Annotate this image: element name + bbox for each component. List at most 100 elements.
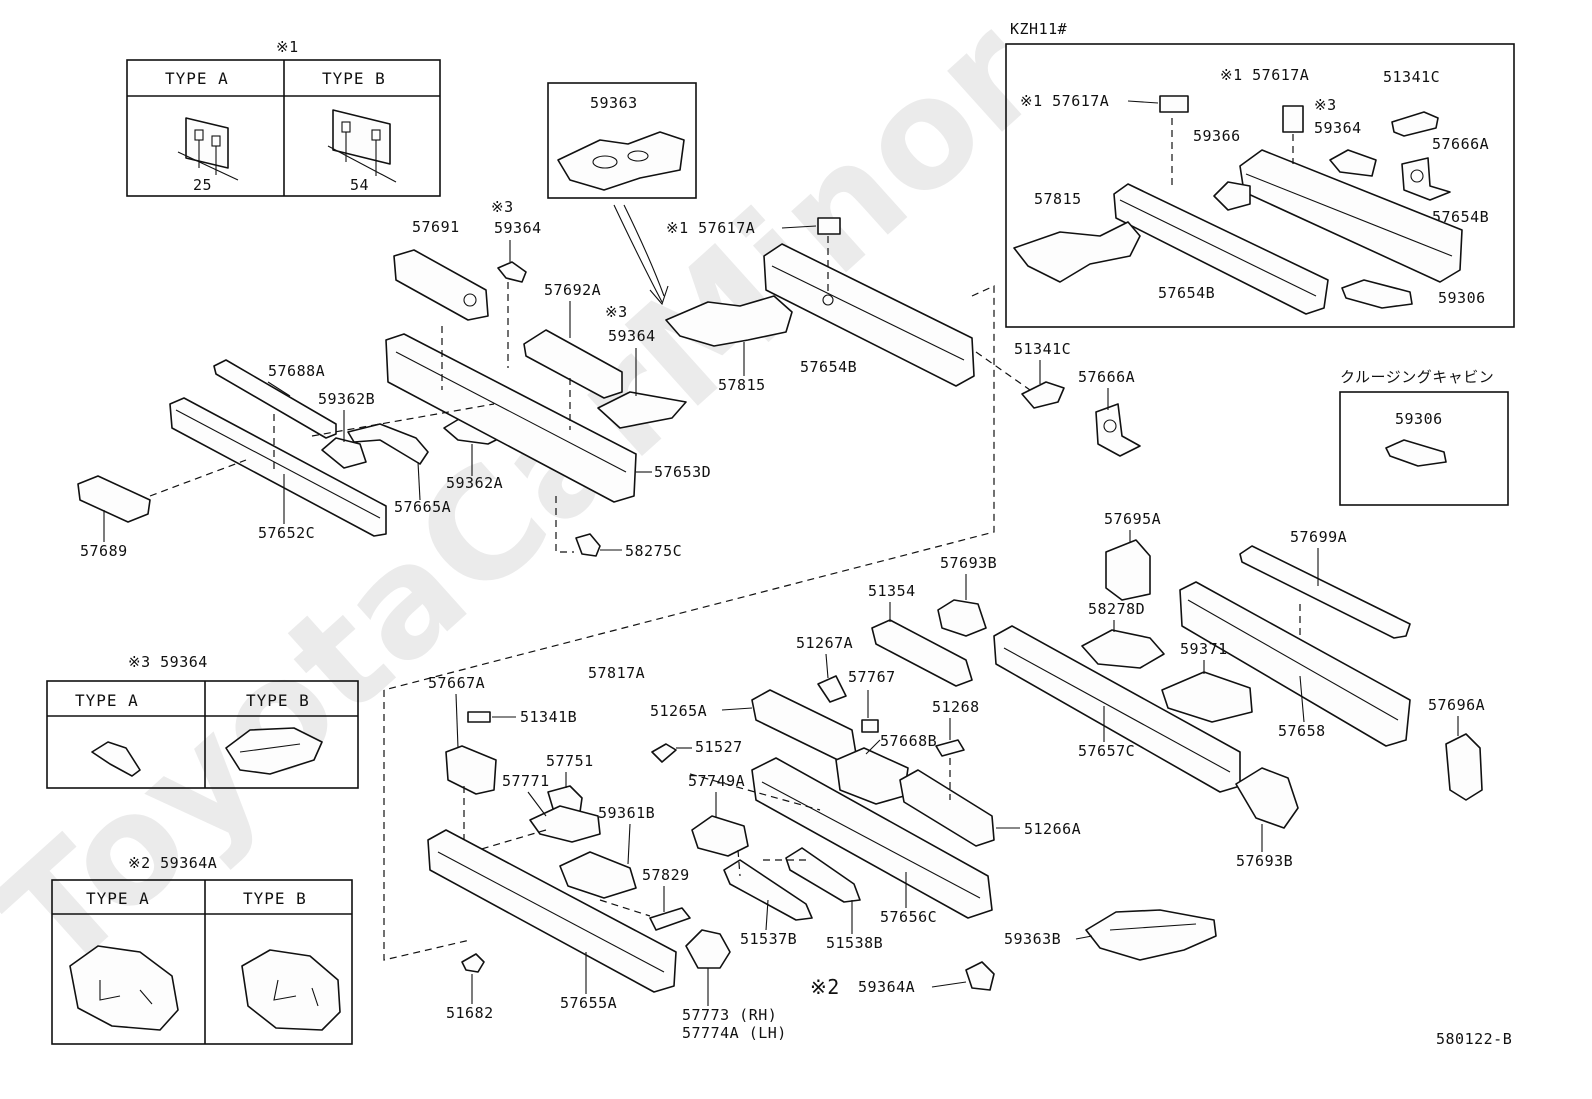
dim-b-label: 54 — [350, 176, 369, 194]
label-57691: 57691 — [412, 218, 460, 236]
label-51341c: 51341C — [1014, 340, 1071, 358]
label-57695a: 57695A — [1104, 510, 1161, 528]
label-57815: 57815 — [718, 376, 766, 394]
type-table-1: ※1 TYPE A TYPE B 25 54 — [126, 38, 441, 197]
rail-57699a-icon — [1239, 545, 1411, 639]
plate-57771-icon — [529, 805, 601, 843]
label-51266a: 51266A — [1024, 820, 1081, 838]
vb-label-57815: 57815 — [1034, 190, 1082, 208]
bracket-57695a-icon — [1105, 539, 1151, 601]
diagram-id: 580122-B — [1436, 1030, 1512, 1048]
floor-plate-57815-icon — [1013, 221, 1141, 283]
vb-label-57617a-1: ※1 57617A — [1020, 92, 1109, 110]
cruising-cabin-label: 59306 — [1395, 410, 1443, 428]
tab-57767-icon — [861, 719, 879, 733]
clip-51527-icon — [651, 743, 677, 763]
bracket-59366-icon — [1213, 181, 1251, 211]
label-51682: 51682 — [446, 1004, 494, 1022]
bracket-59364-icon — [1329, 149, 1377, 177]
strip-57829-icon — [649, 907, 691, 931]
type-table-2: ※2 59364A TYPE A TYPE B — [51, 854, 353, 1045]
vb-label-mark3: ※3 — [1314, 96, 1337, 114]
floor-plate-57815-icon — [665, 295, 793, 347]
type-table-3: ※3 59364 TYPE A TYPE B — [46, 653, 359, 789]
label-51267a: 51267A — [796, 634, 853, 652]
label-57774a-lh: 57774A (LH) — [682, 1024, 787, 1042]
vb-label-57617a-2: ※1 57617A — [1220, 66, 1309, 84]
label-59371: 59371 — [1180, 640, 1228, 658]
label-51268: 51268 — [932, 698, 980, 716]
bracket-57691-icon — [393, 249, 489, 321]
upper-left-assembly — [77, 217, 1141, 961]
vb-label-51341c: 51341C — [1383, 68, 1440, 86]
member-57653d-icon — [385, 333, 637, 503]
bracket-59364a-icon — [965, 961, 995, 991]
bracket-57668b-icon — [835, 747, 909, 805]
label-51537b: 51537B — [740, 930, 797, 948]
label-57693b-lower: 57693B — [1236, 852, 1293, 870]
vb-label-59306: 59306 — [1438, 289, 1486, 307]
label-mark2: ※2 — [810, 975, 840, 999]
label-57656c: 57656C — [880, 908, 937, 926]
bracket-57667a-icon — [445, 745, 497, 795]
brace-51537b-icon — [723, 859, 813, 921]
inset-59363-label: 59363 — [590, 94, 638, 112]
type-table-3-title: ※3 59364 — [128, 653, 208, 671]
plate-58278d-icon — [1081, 629, 1165, 669]
bracket-57693b-icon — [937, 599, 987, 637]
type-table-1-title: ※1 — [276, 38, 299, 56]
label-57653d: 57653D — [654, 463, 711, 481]
bracket-59364a-type-b-icon — [241, 949, 341, 1031]
bracket-59364-type-b-icon — [225, 727, 323, 775]
variant-box-kzh11: KZH11# ※1 57617A ※1 57617A ※3 59364 5134… — [1005, 20, 1515, 328]
vb-label-57654b-right: 57654B — [1432, 208, 1489, 226]
bracket-59364a-type-a-icon — [69, 945, 179, 1031]
bracket-57696a-icon — [1445, 733, 1483, 801]
member-51265a-icon — [751, 689, 857, 761]
label-57693b-upper: 57693B — [940, 554, 997, 572]
label-59364-b: 59364 — [608, 327, 656, 345]
rocker-57655a-icon — [427, 829, 677, 993]
label-58275c: 58275C — [625, 542, 682, 560]
label-57654b: 57654B — [800, 358, 857, 376]
type-table-3-col-a: TYPE A — [75, 691, 139, 710]
label-59362b: 59362B — [318, 390, 375, 408]
tab-51268-icon — [935, 739, 965, 757]
bracket-59364-icon — [497, 261, 527, 283]
plate-59306-icon — [1341, 279, 1413, 309]
label-59363b: 59363B — [1004, 930, 1061, 948]
inset-59363: 59363 — [547, 82, 697, 306]
bracket-51341c-icon — [1021, 381, 1065, 409]
member-57658-icon — [1179, 581, 1411, 747]
label-57817a: 57817A — [588, 664, 645, 682]
label-57689: 57689 — [80, 542, 128, 560]
tab-51341b-icon — [467, 711, 491, 723]
label-51538b: 51538B — [826, 934, 883, 952]
bracket-57689-icon — [77, 475, 151, 523]
lower-assembly — [427, 539, 1483, 993]
clip-58275c-icon — [575, 533, 601, 557]
plate-59361b-icon — [559, 851, 637, 899]
plate-59306-icon — [1385, 439, 1447, 467]
cruising-cabin-title: クルージングキャビン — [1340, 368, 1494, 386]
label-59364a: 59364A — [858, 978, 915, 996]
label-57666a: 57666A — [1078, 368, 1135, 386]
label-51265a: 51265A — [650, 702, 707, 720]
label-57771: 57771 — [502, 772, 550, 790]
plate-57617a-icon — [817, 217, 841, 235]
type-table-3-col-b: TYPE B — [246, 691, 310, 710]
dim-a-label: 25 — [193, 176, 212, 194]
label-59361b: 59361B — [598, 804, 655, 822]
bracket-57692a-icon — [523, 329, 623, 399]
label-51354: 51354 — [868, 582, 916, 600]
label-57696a: 57696A — [1428, 696, 1485, 714]
bracket-51682-icon — [461, 953, 485, 973]
type-table-2-col-b: TYPE B — [243, 889, 307, 908]
label-57665a: 57665A — [394, 498, 451, 516]
plate-59371-icon — [1161, 671, 1253, 723]
crossmember-57656c-icon — [751, 757, 993, 919]
vb-label-57654b-left: 57654B — [1158, 284, 1215, 302]
label-58278d: 58278D — [1088, 600, 1145, 618]
part-labels: 57691 ※3 59364 ※1 57617A 57692A ※3 59364… — [80, 198, 1485, 1042]
